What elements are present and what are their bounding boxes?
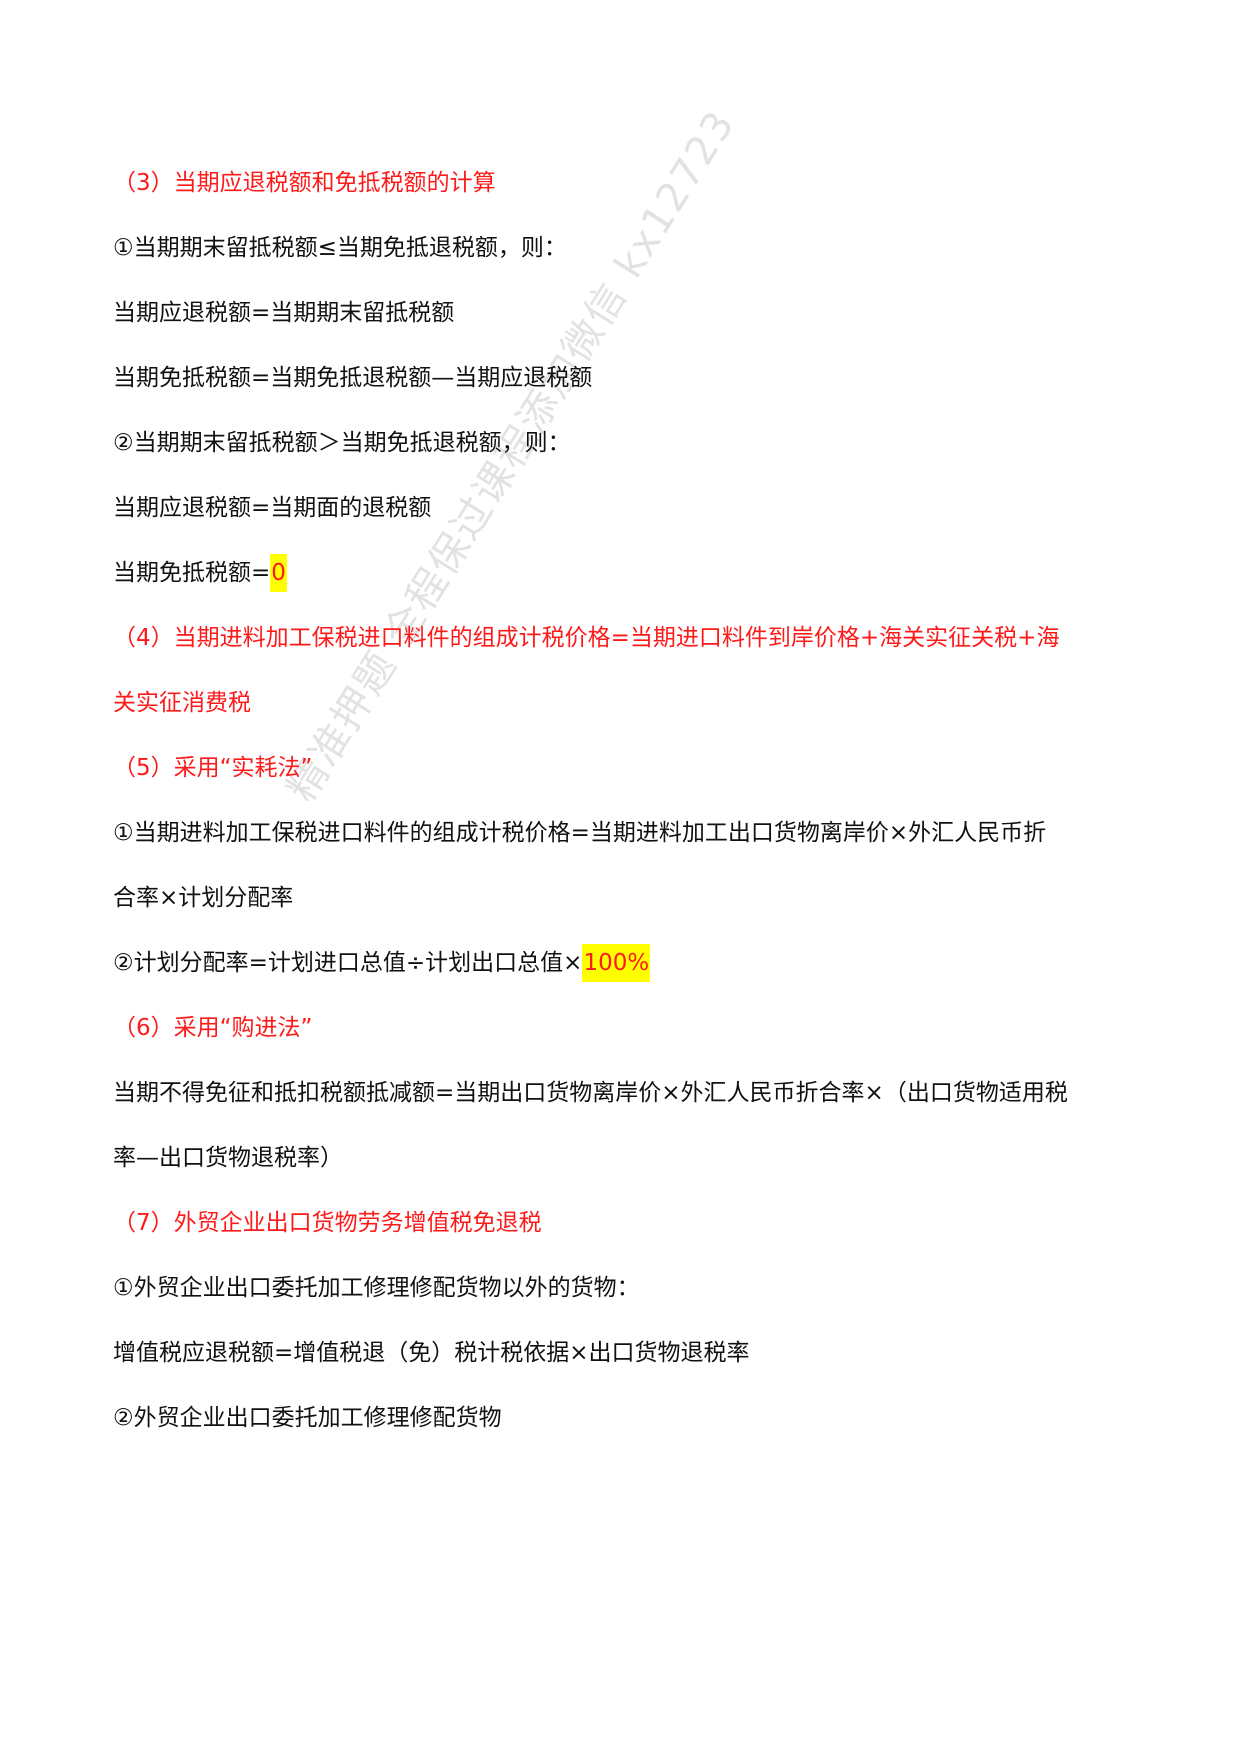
formula-line: 率—出口货物退税率） (113, 1145, 343, 1171)
section-heading-4-cont: 关实征消费税 (113, 690, 251, 716)
section-heading-5: （5）采用“实耗法” (113, 755, 313, 781)
text-line: ②外贸企业出口委托加工修理修配货物 (113, 1405, 502, 1431)
formula-line: ②计划分配率=计划进口总值÷计划出口总值×100% (113, 944, 1133, 982)
section-heading-4: （4）当期进料加工保税进口料件的组成计税价格=当期进口料件到岸价格+海关实征关税… (113, 625, 1060, 651)
highlighted-value: 0 (270, 554, 287, 592)
section-heading-3: （3）当期应退税额和免抵税额的计算 (113, 170, 496, 196)
formula-line: ①当期进料加工保税进口料件的组成计税价格=当期进料加工出口货物离岸价×外汇人民币… (113, 820, 1047, 846)
text-line: ①外贸企业出口委托加工修理修配货物以外的货物： (113, 1275, 640, 1301)
formula-line: 当期不得免征和抵扣税额抵减额=当期出口货物离岸价×外汇人民币折合率×（出口货物适… (113, 1080, 1068, 1106)
formula-line: 当期应退税额=当期期末留抵税额 (113, 300, 455, 326)
section-heading-7: （7）外贸企业出口货物劳务增值税免退税 (113, 1210, 542, 1236)
formula-line: 合率×计划分配率 (113, 885, 294, 911)
formula-line: 当期应退税额=当期面的退税额 (113, 495, 432, 521)
formula-line: 当期免抵税额=当期免抵退税额—当期应退税额 (113, 365, 593, 391)
section-heading-6: （6）采用“购进法” (113, 1015, 313, 1041)
formula-line: 当期免抵税额=0 (113, 554, 1133, 592)
formula-text: ②计划分配率=计划进口总值÷计划出口总值× (113, 950, 583, 976)
formula-line: 增值税应退税额=增值税退（免）税计税依据×出口货物退税率 (113, 1340, 750, 1366)
text-line: ①当期期末留抵税额≤当期免抵退税额，则： (113, 235, 567, 261)
text-line: ②当期期末留抵税额＞当期免抵退税额，则： (113, 430, 571, 456)
highlighted-value: 100% (582, 944, 651, 982)
formula-text: 当期免抵税额= (113, 560, 271, 586)
